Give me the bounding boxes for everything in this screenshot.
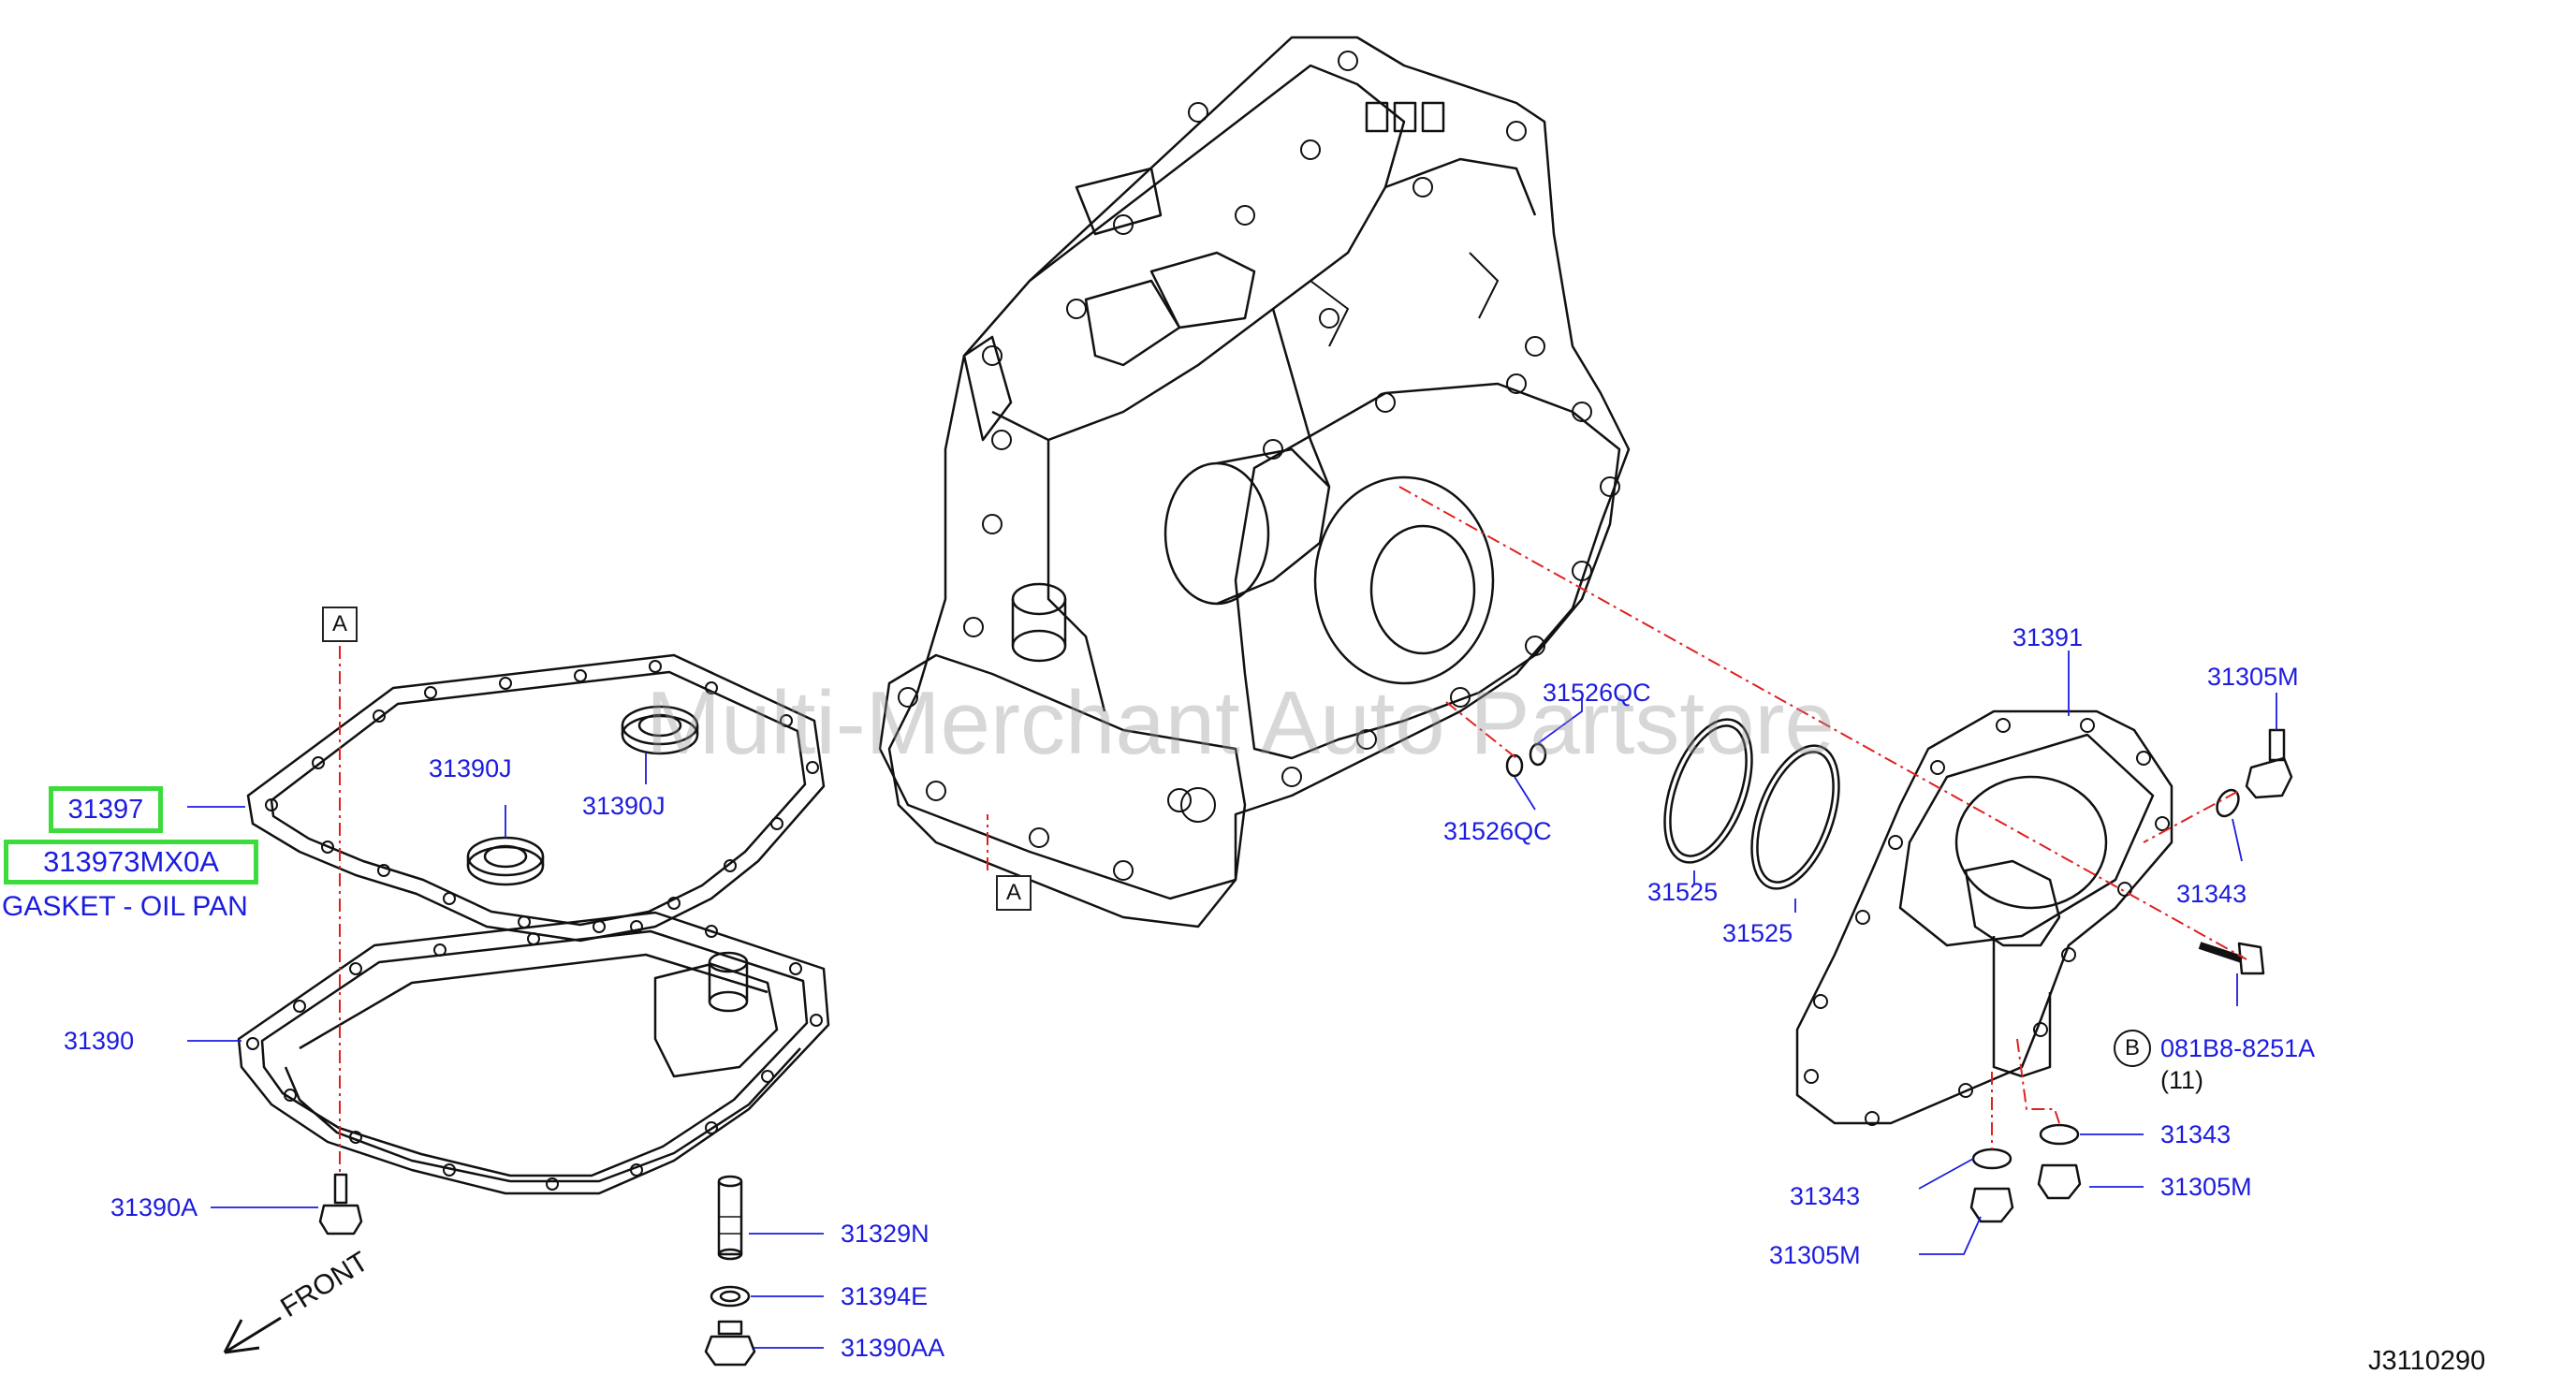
label-081B8-8251A[interactable]: 081B8-8251A — [2160, 1034, 2316, 1062]
bolt-081B8-8251A — [2198, 942, 2265, 975]
label-31343-b[interactable]: 31343 — [2160, 1120, 2232, 1148]
seal-ring-31525-b — [1750, 744, 1840, 890]
diagram-code: J3110290 — [2368, 1346, 2486, 1376]
o-ring-31343-upper — [2216, 788, 2240, 818]
drain-plug-31390AA — [704, 1320, 756, 1367]
o-ring-31343-left — [1971, 1148, 2012, 1170]
label-31390J-b[interactable]: 31390J — [582, 792, 666, 820]
label-31305M-a[interactable]: 31305M — [2207, 663, 2299, 691]
view-marker-a-left: A — [322, 607, 358, 642]
label-31305M-b[interactable]: 31305M — [2160, 1173, 2252, 1201]
side-cover — [1795, 709, 2174, 1126]
label-31526QC-b[interactable]: 31526QC — [1443, 817, 1552, 845]
highlighted-full-part-number-text: 313973MX0A — [43, 845, 219, 878]
label-31525-b[interactable]: 31525 — [1722, 919, 1793, 947]
label-31391[interactable]: 31391 — [2012, 623, 2084, 651]
label-31526QC-a[interactable]: 31526QC — [1543, 679, 1651, 707]
front-label: FRONT — [275, 1246, 373, 1323]
label-31343-a[interactable]: 31343 — [2176, 880, 2247, 908]
seal-31390J-lower — [466, 836, 545, 886]
highlighted-part-description: GASKET - OIL PAN — [2, 891, 248, 922]
plug-31305M-right — [2037, 1163, 2082, 1200]
stud-31329N — [717, 1175, 743, 1261]
front-text: FRONT — [275, 1246, 373, 1323]
label-31525-a[interactable]: 31525 — [1647, 878, 1719, 906]
seal-ring-31525-a — [1663, 718, 1753, 864]
plug-31305M-upper — [2245, 728, 2293, 799]
leader-lines — [187, 651, 2277, 1349]
oil-pan — [237, 911, 830, 1195]
oil-pan-gasket — [246, 653, 826, 943]
label-31390AA[interactable]: 31390AA — [841, 1334, 945, 1362]
bolt-31390A — [318, 1173, 363, 1235]
label-31390J-a[interactable]: 31390J — [429, 754, 512, 782]
alignment-lines — [339, 486, 2247, 1175]
label-31390[interactable]: 31390 — [64, 1027, 135, 1055]
ref-marker-b: B — [2114, 1030, 2151, 1067]
seal-31390J-upper — [621, 705, 699, 755]
view-marker-a-case: A — [996, 875, 1032, 911]
highlighted-full-part-number[interactable]: 313973MX0A — [4, 840, 258, 885]
watermark: Multi-Merchant Auto Partstore — [646, 673, 1835, 773]
washer-31394E — [710, 1285, 751, 1308]
label-31343-c[interactable]: 31343 — [1790, 1182, 1861, 1210]
transmission-case — [878, 36, 1631, 928]
label-31305M-c[interactable]: 31305M — [1769, 1241, 1861, 1269]
highlighted-part-number-text: 31397 — [67, 794, 144, 825]
highlighted-part-number[interactable]: 31397 — [49, 786, 163, 833]
o-ring-31343-right — [2039, 1123, 2080, 1146]
label-31390A[interactable]: 31390A — [110, 1193, 198, 1221]
label-081B8-qty: (11) — [2160, 1066, 2204, 1094]
label-31329N[interactable]: 31329N — [841, 1220, 929, 1248]
label-31394E[interactable]: 31394E — [841, 1282, 929, 1310]
front-arrow — [223, 1316, 282, 1354]
plug-31305M-left — [1969, 1187, 2014, 1223]
